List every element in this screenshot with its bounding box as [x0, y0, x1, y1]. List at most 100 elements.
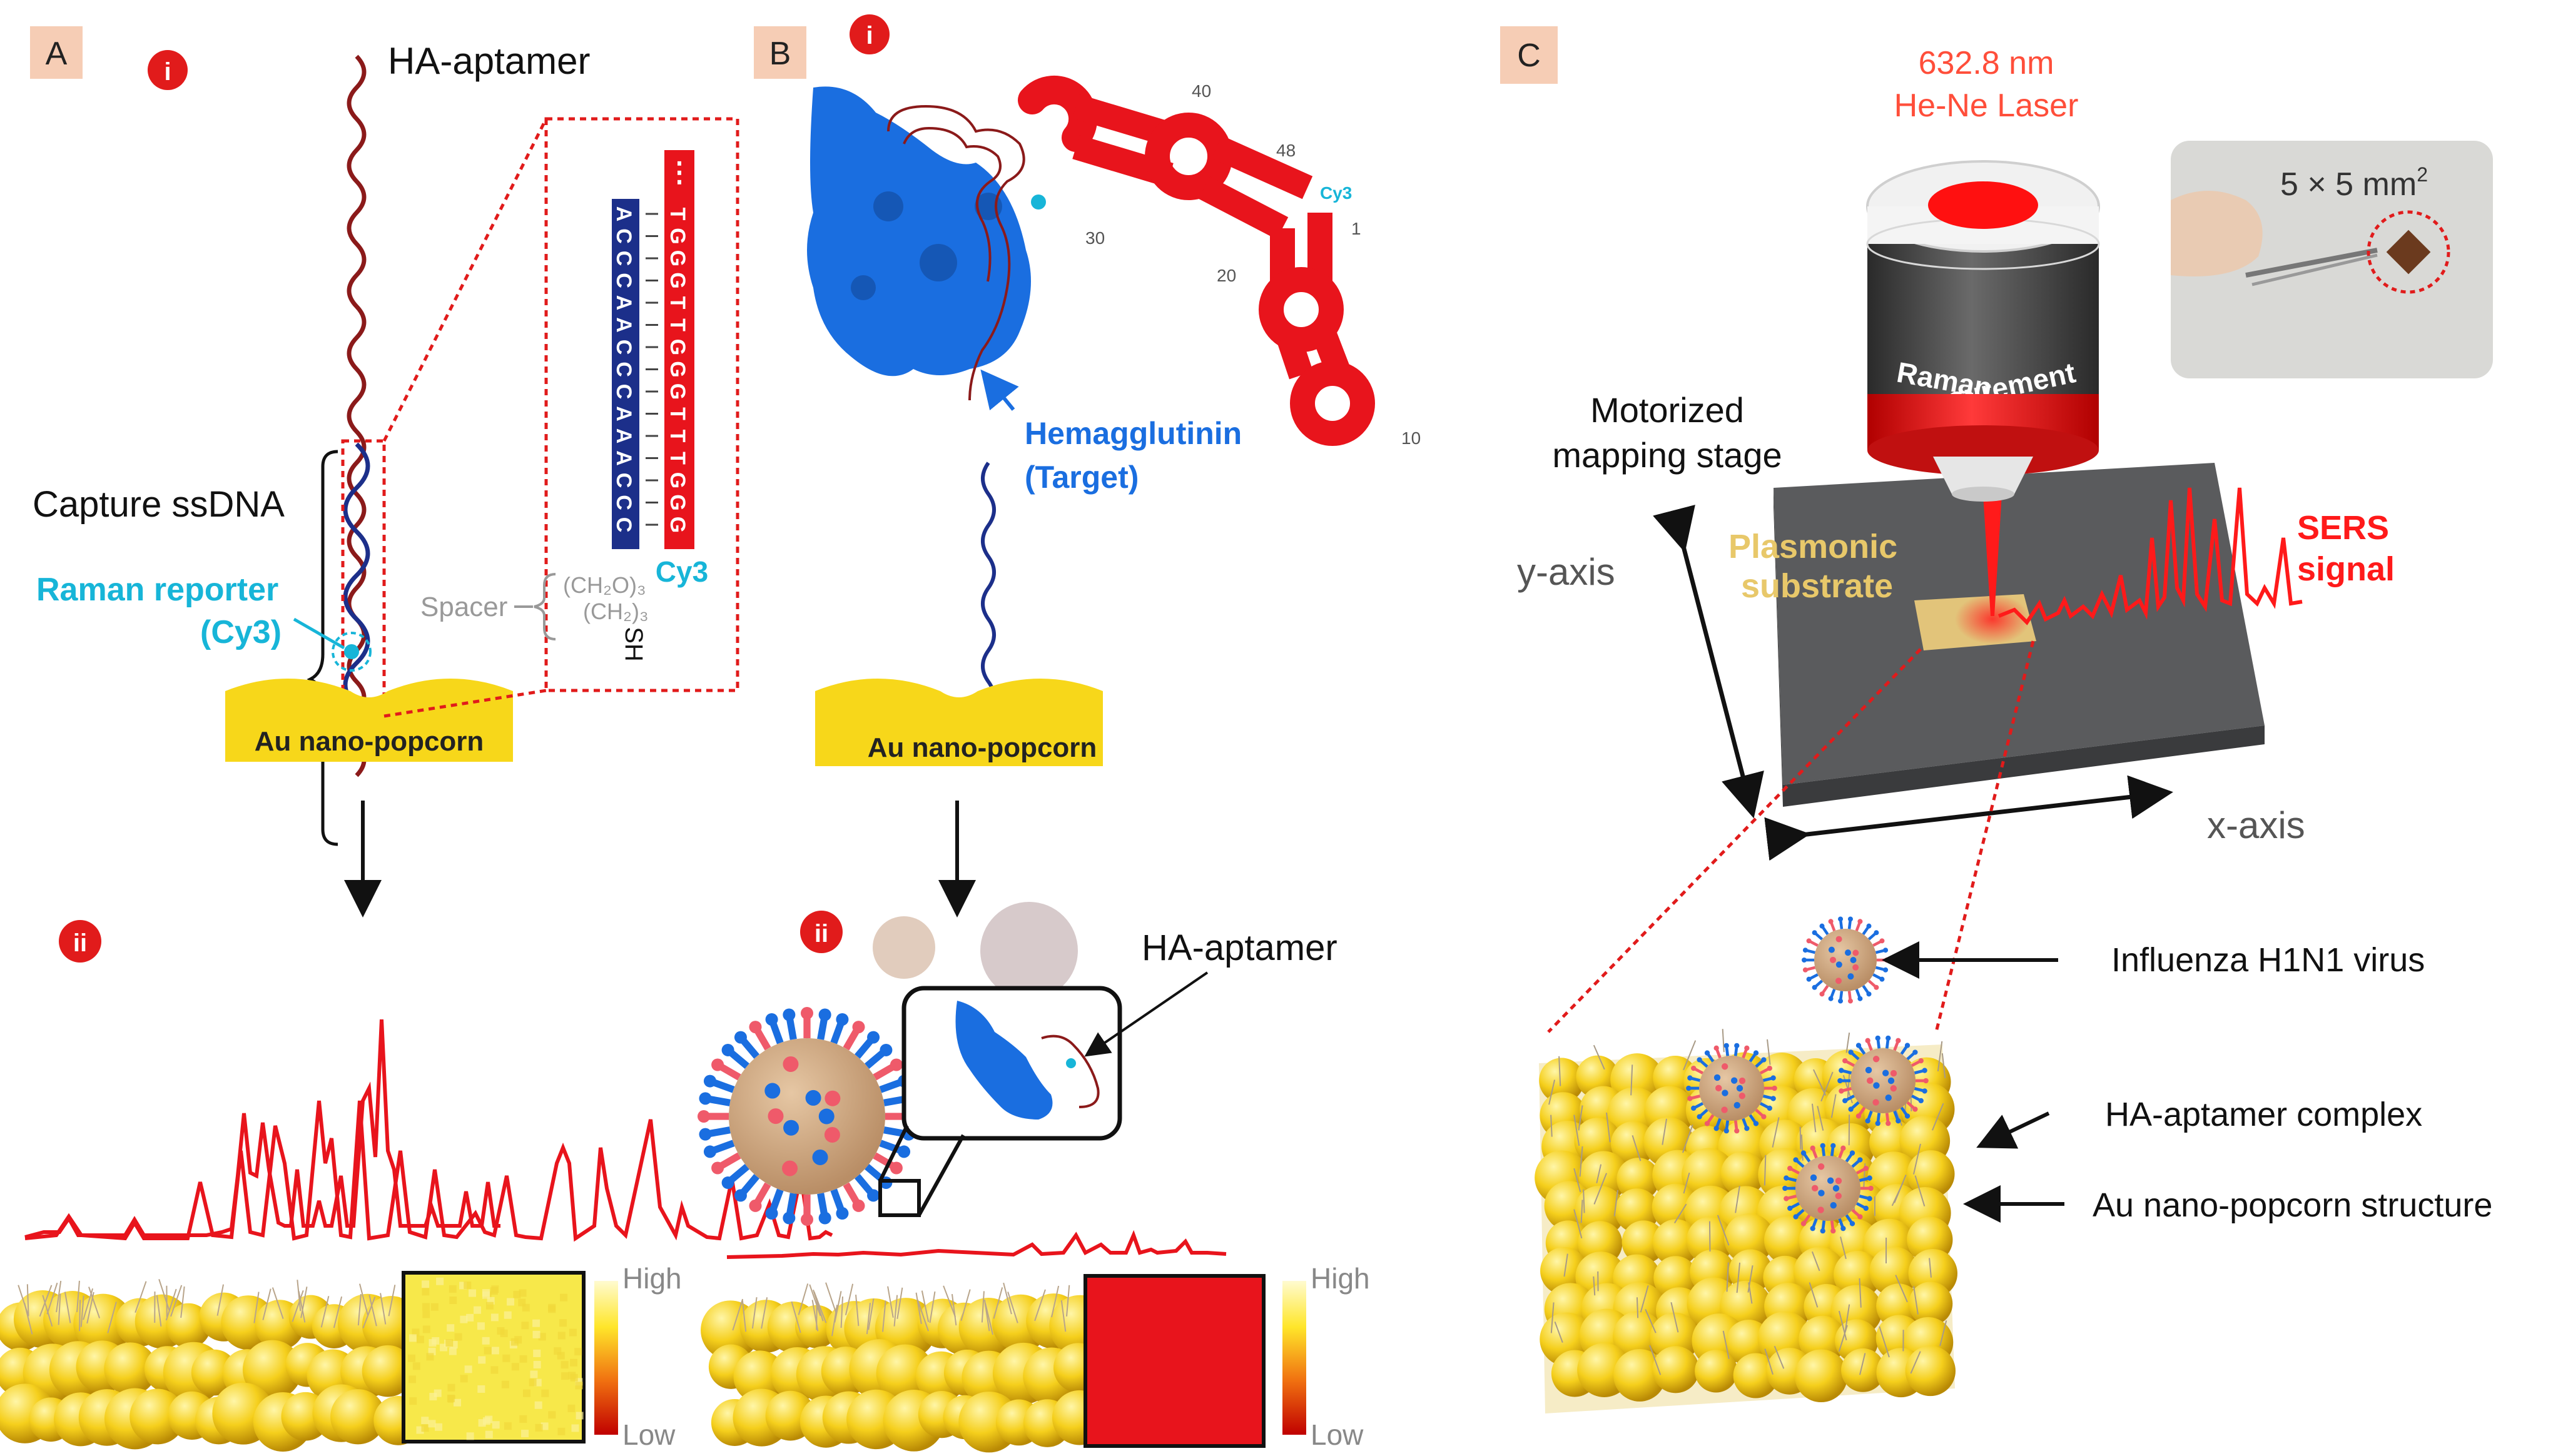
aptamer-strand-fiber — [896, 1287, 903, 1319]
panel-b-hemagglutinin-tex1 — [873, 191, 903, 221]
virus-spike-head — [1686, 1085, 1692, 1091]
heatmap-pixel — [570, 1358, 578, 1367]
virus-surface-protein — [1730, 1077, 1738, 1084]
virus-surface-protein — [768, 1108, 784, 1125]
seq-right-base: T — [666, 208, 689, 221]
aptamer-strand-fiber — [834, 1291, 842, 1323]
panel-b-gold-surface — [701, 1282, 1111, 1453]
heatmap-pixel — [576, 1412, 584, 1420]
heatmap-pixel — [408, 1354, 416, 1362]
seq-left-base: A — [612, 317, 636, 333]
panel-a-capture-strand — [343, 442, 370, 709]
aptamer-strand-fiber — [1859, 1353, 1866, 1375]
virus-spike-head — [818, 1211, 831, 1225]
panel-a-aptamer-label: HA-aptamer — [388, 40, 590, 82]
aptamer-strand-fiber — [1838, 1325, 1848, 1352]
heatmap-pixel — [460, 1375, 468, 1383]
panel-b-num-20: 20 — [1217, 266, 1236, 285]
virus-body — [1795, 1156, 1860, 1221]
panel-c-substrate-label-2: substrate — [1741, 567, 1893, 605]
panel-c-photo-chip-ring — [2367, 210, 2450, 294]
virus-surface-protein — [812, 1149, 828, 1165]
panel-c-y-axis-label: y-axis — [1517, 551, 1615, 593]
panel-b-hemagglutinin-tex2 — [920, 244, 957, 281]
aptamer-strand-fiber — [809, 1284, 821, 1317]
seq-left-base: C — [612, 361, 636, 377]
virus-spike-head — [1782, 1185, 1788, 1191]
heatmap-pixel — [529, 1378, 537, 1387]
seq-left-base: A — [612, 295, 636, 311]
gold-nanoparticle — [1723, 1213, 1775, 1264]
panel-b-hemagglutinin-tex3 — [851, 275, 876, 300]
virus-spike-head — [852, 1021, 865, 1034]
aptamer-strand-fiber — [855, 1295, 860, 1327]
panel-b-aptamer-loop-lower — [1259, 267, 1344, 352]
virus-spike-head — [1904, 1113, 1911, 1119]
aptamer-strand-fiber — [929, 1291, 936, 1323]
panel-b-target-label-1: Hemagglutinin — [1025, 416, 1242, 451]
seq-right-base: T — [666, 407, 689, 420]
virus-spike-head — [1922, 1088, 1927, 1094]
virus-spike-head — [1819, 923, 1825, 929]
virus-surface-protein — [1721, 1106, 1728, 1113]
aptamer-strand-fiber — [1941, 1053, 1946, 1078]
panel-c-photo-tweezer-2 — [2251, 253, 2378, 286]
aptamer-strand-fiber — [1726, 1262, 1729, 1292]
panel-c-photo-label: 5 × 5 mm2 — [2280, 163, 2428, 203]
panel-b-cy3-label: Cy3 — [1320, 183, 1352, 203]
virus-spike-head — [890, 1161, 903, 1175]
gold-nanoparticle — [1695, 1350, 1738, 1393]
gold-nanoparticle — [1652, 1219, 1700, 1266]
aptamer-strand-fiber — [831, 1305, 838, 1337]
aptamer-strand-fiber — [1554, 1321, 1563, 1343]
heatmap-pixel — [482, 1337, 490, 1345]
virus-spike-head — [1784, 1175, 1789, 1181]
aptamer-strand-fiber — [1583, 1189, 1585, 1213]
virus-spike-head — [699, 1092, 712, 1105]
aptamer-strand-fiber — [1891, 1182, 1904, 1206]
panel-c-structure-label: Au nano-popcorn structure — [2093, 1186, 2492, 1224]
panel-a-sub-ii-text: ii — [73, 929, 87, 957]
virus-spike-head — [1828, 996, 1834, 1001]
heatmap-pixel — [428, 1420, 436, 1428]
aptamer-strand-fiber — [80, 1295, 84, 1327]
heatmap-pixel — [449, 1347, 457, 1355]
seq-right-base: T — [666, 430, 689, 443]
panel-b-heat-scale — [1282, 1281, 1306, 1435]
virus-surface-protein — [1733, 1102, 1740, 1109]
heatmap-pixel — [561, 1372, 569, 1380]
aptamer-strand-fiber — [1813, 1069, 1827, 1096]
virus-surface-protein — [1715, 1084, 1722, 1092]
aptamer-strand-fiber — [1550, 1115, 1553, 1137]
aptamer-strand-fiber — [134, 1281, 147, 1313]
panel-b-hemagglutinin-tex4 — [975, 193, 1002, 220]
panel-c-x-axis-label: x-axis — [2207, 804, 2305, 846]
aptamer-strand-fiber — [1558, 1056, 1561, 1086]
seq-left-base: A — [612, 206, 636, 222]
aptamer-strand-fiber — [887, 1286, 894, 1318]
heatmap-pixel — [557, 1332, 566, 1340]
aptamer-strand-fiber — [893, 1295, 898, 1327]
virus-surface-protein — [1817, 1163, 1825, 1170]
heatmap-pixel — [557, 1427, 566, 1435]
panel-a-zoom-box-small — [341, 439, 386, 718]
virus-spike-head — [1819, 991, 1825, 997]
virus-spike-head — [734, 1031, 747, 1044]
aptamer-strand-fiber — [26, 1284, 29, 1316]
virus-spike-head — [1691, 1065, 1697, 1071]
aptamer-strand-fiber — [1645, 1309, 1657, 1333]
aptamer-strand-fiber — [1548, 1079, 1556, 1105]
aptamer-strand-fiber — [107, 1302, 117, 1333]
virus-spike-head — [749, 1199, 762, 1212]
heatmap-pixel — [416, 1335, 424, 1343]
heatmap-pixel — [521, 1430, 529, 1438]
virus-spike-head — [1865, 1038, 1870, 1043]
heatmap-pixel — [449, 1285, 457, 1293]
aptamer-strand-fiber — [380, 1293, 387, 1325]
panel-a-spectrum-peaks — [24, 1019, 450, 1239]
aptamer-strand-fiber — [816, 1298, 818, 1330]
aptamer-strand-fiber — [1764, 1348, 1774, 1375]
panel-c-objective-ring-bottom — [1867, 425, 2099, 475]
aptamer-strand-fiber — [297, 1280, 302, 1312]
heatmap-pixel — [453, 1398, 461, 1407]
